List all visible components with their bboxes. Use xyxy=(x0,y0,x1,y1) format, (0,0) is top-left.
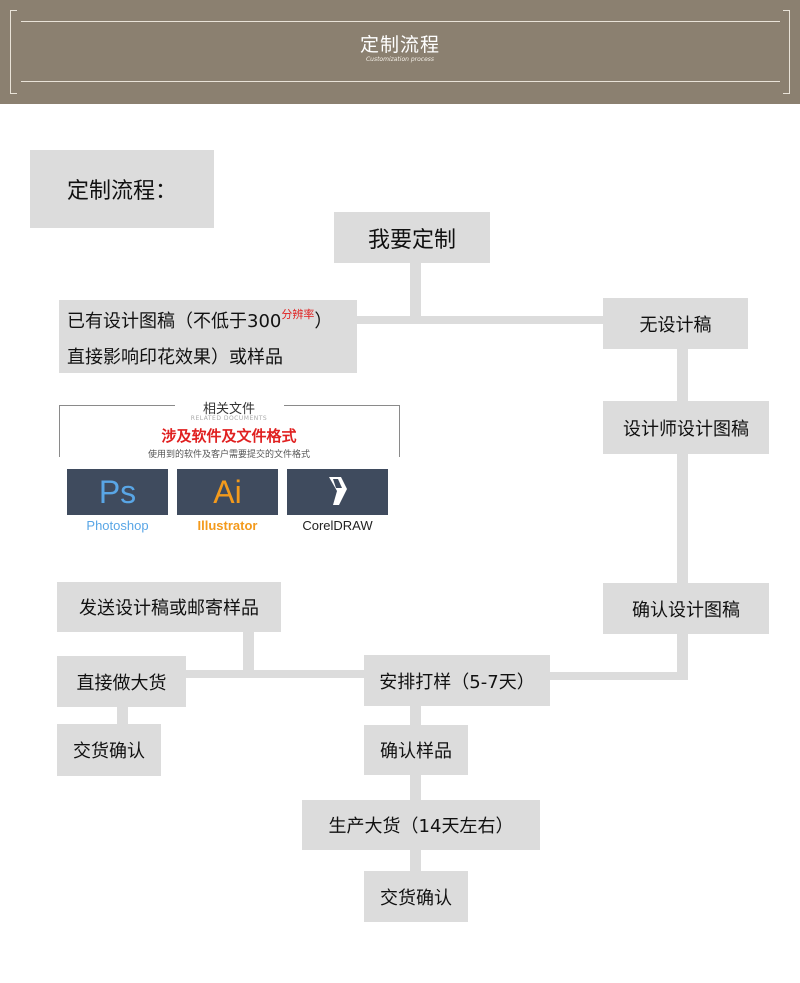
resolution-note: 分辨率 xyxy=(281,308,315,321)
coreldraw-label: CorelDRAW xyxy=(302,518,373,533)
connector-production-to-delivery xyxy=(410,850,421,871)
connector-designer-to-confirm xyxy=(677,453,688,584)
header-title: 定制流程 xyxy=(359,34,440,56)
software-panel-frame xyxy=(59,405,400,457)
section-title: 定制流程： xyxy=(30,150,214,228)
connector-confirm-to-production xyxy=(410,775,421,800)
flow-confirm-design: 确认设计图稿 xyxy=(603,583,769,634)
flow-production: 生产大货（14天左右） xyxy=(302,800,540,850)
flow-direct-bulk: 直接做大货 xyxy=(57,656,186,707)
software-panel-title: 相关文件 xyxy=(202,402,255,417)
flow-has-design-line1: 已有设计图稿（不低于300分辨率） xyxy=(67,308,333,332)
header-rule-bottom xyxy=(21,81,780,82)
header-bracket-right xyxy=(783,10,790,94)
connector-no-design-to-designer xyxy=(677,348,688,401)
flow-confirm-sample: 确认样品 xyxy=(364,725,468,775)
flow-start: 我要定制 xyxy=(334,212,490,263)
connector-branch-horizontal xyxy=(357,316,603,324)
software-panel-description: 使用到的软件及客户需要提交的文件格式 xyxy=(147,450,310,460)
illustrator-icon: Ai xyxy=(177,469,278,515)
software-panel-title-en: RELATED DOCUMENTS xyxy=(190,415,268,422)
illustrator-label: Illustrator xyxy=(197,518,258,533)
header-bracket-left xyxy=(10,10,17,94)
flow-designer: 设计师设计图稿 xyxy=(603,401,769,454)
flow-delivery-confirm-bottom: 交货确认 xyxy=(364,871,468,922)
connector-start-down xyxy=(410,262,421,320)
header-banner: 定制流程 Customization process xyxy=(0,0,800,104)
software-panel-subtitle: 涉及软件及文件格式 xyxy=(161,427,297,445)
flow-arrange-sample: 安排打样（5-7天） xyxy=(364,655,550,706)
flow-send-design: 发送设计稿或邮寄样品 xyxy=(57,582,281,632)
connector-confirm-down xyxy=(677,633,688,680)
connector-bulk-to-delivery xyxy=(117,707,128,724)
header-rule-top xyxy=(21,21,780,22)
header-subtitle: Customization process xyxy=(365,56,435,63)
connector-send-to-sample xyxy=(185,670,364,678)
flow-no-design: 无设计稿 xyxy=(603,298,748,349)
coreldraw-pen-icon xyxy=(287,469,388,515)
flow-has-design-line2: 直接影响印花效果）或样品 xyxy=(67,347,283,368)
photoshop-icon: Ps xyxy=(67,469,168,515)
connector-send-down xyxy=(243,631,254,676)
photoshop-label: Photoshop xyxy=(86,518,149,533)
flow-has-design: 已有设计图稿（不低于300分辨率） 直接影响印花效果）或样品 xyxy=(59,300,357,373)
connector-confirm-to-sample xyxy=(549,672,688,680)
flow-delivery-confirm-left: 交货确认 xyxy=(57,724,161,776)
connector-sample-to-confirm xyxy=(410,706,421,725)
